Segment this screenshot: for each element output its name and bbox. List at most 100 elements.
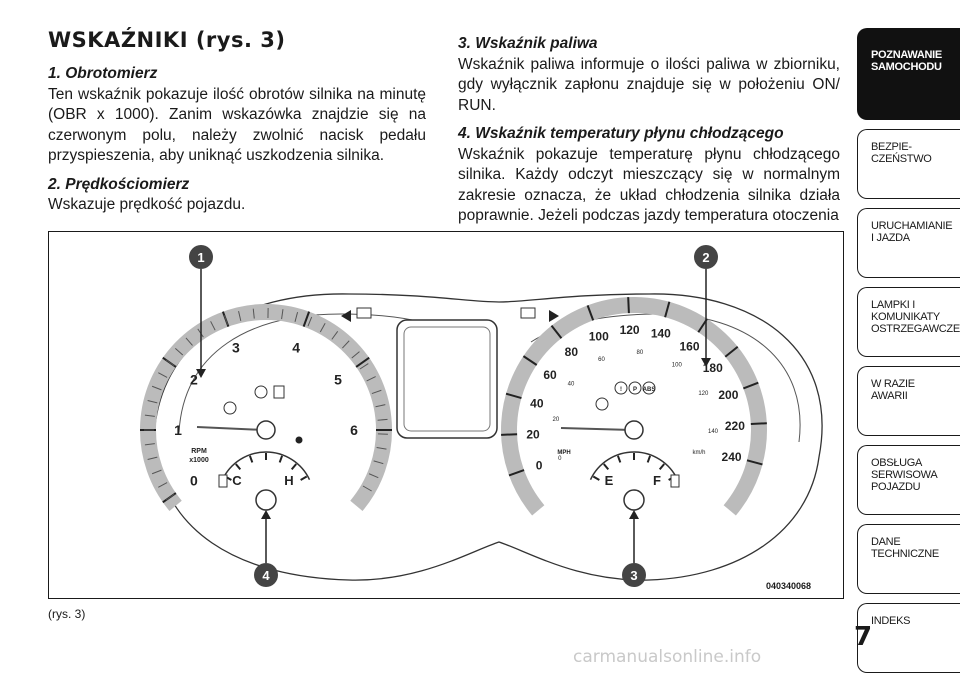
speedometer-major-tick — [501, 434, 517, 435]
chapter-tab-uruchamianie[interactable]: URUCHAMIANIE I JAZDA — [857, 208, 960, 278]
speedometer-mph-label: 40 — [568, 381, 575, 387]
engine-check-icon — [255, 386, 267, 398]
turn-signal-left-icon — [341, 310, 351, 322]
tachometer-tick-label: 3 — [232, 339, 240, 355]
speedometer-kmh-label: 60 — [543, 368, 557, 382]
callout-number: 1 — [197, 250, 204, 265]
fuel-gauge-tick — [648, 456, 650, 463]
speedometer-major-tick — [751, 423, 767, 424]
fuel-gauge-tick — [604, 464, 608, 469]
tachometer-tick-label: 0 — [190, 472, 198, 488]
airbag-warning-icon — [224, 402, 236, 414]
fog-light-icon — [521, 308, 535, 318]
watermark: carmanualsonline.info — [573, 647, 761, 667]
figure-code: 040340068 — [766, 581, 811, 591]
high-beam-icon — [357, 308, 371, 318]
speedometer-kmh-label: 240 — [722, 450, 742, 464]
callout-arrowhead — [629, 510, 639, 519]
temp-gauge-tick — [280, 456, 282, 463]
tachometer-unit-rpm: RPM — [191, 448, 207, 455]
indicator-lamp-label: ABS — [643, 387, 656, 393]
tachometer-tick-label: 4 — [292, 339, 300, 355]
speedometer-mph-label: 140 — [708, 429, 719, 435]
esc-warning-icon — [274, 386, 284, 398]
fuel-gauge-tick — [660, 464, 664, 469]
fuel-gauge-full-label: F — [653, 473, 661, 488]
speedometer-kmh-label: 120 — [620, 323, 640, 337]
speedometer-hub — [625, 421, 643, 439]
chapter-tab-dane[interactable]: DANE TECHNICZNE — [857, 524, 960, 594]
speedometer-kmh-label: 40 — [530, 396, 544, 410]
page-title: WSKAŹNIKI (rys. 3) — [48, 28, 285, 52]
temp-gauge-tick — [250, 456, 252, 463]
speedometer-mph-label: 120 — [698, 391, 709, 397]
fuel-gauge-tick — [618, 456, 620, 463]
speedometer-unit-mph: MPH — [557, 450, 570, 456]
speedometer-unit-kmh: km/h — [692, 450, 705, 456]
chapter-tab-awarii[interactable]: W RAZIE AWARII — [857, 366, 960, 436]
page-number: 7 — [852, 622, 874, 652]
speedometer-kmh-label: 80 — [565, 345, 579, 359]
section-2-body: Wskazuje prędkość pojazdu. — [48, 195, 426, 216]
speedometer-kmh-label: 100 — [589, 329, 609, 343]
tachometer-tick-label: 2 — [190, 372, 198, 388]
chapter-tab-poznawanie[interactable]: POZNAWANIE SAMOCHODU — [857, 28, 960, 120]
temp-gauge-hub — [256, 490, 276, 510]
left-column: 1. Obrotomierz Ten wskaźnik pokazuje ilo… — [48, 64, 426, 224]
tachometer-tick-label: 5 — [334, 372, 342, 388]
callout-number: 4 — [262, 568, 270, 583]
speedometer-kmh-label: 160 — [679, 340, 699, 354]
speedometer-kmh-label: 200 — [718, 388, 738, 402]
section-4-heading: 4. Wskaźnik temperatury płynu chłodząceg… — [458, 124, 840, 145]
speedometer-kmh-label: 20 — [526, 428, 540, 442]
chapter-tab-obsluga[interactable]: OBSŁUGA SERWISOWA POJAZDU — [857, 445, 960, 515]
fuel-pump-icon — [671, 475, 679, 487]
fuel-gauge-tick — [593, 477, 599, 481]
section-3-heading: 3. Wskaźnik paliwa — [458, 34, 840, 55]
chapter-tab-bezpieczenstwo[interactable]: BEZPIE- CZEŃSTWO — [857, 129, 960, 199]
callout-number: 3 — [630, 568, 637, 583]
chapter-tab-lampki[interactable]: LAMPKI I KOMUNIKATY OSTRZEGAWCZE — [857, 287, 960, 357]
speedometer-mph-label: 0 — [558, 456, 562, 462]
temp-gauge-hot-label: H — [284, 473, 293, 488]
speedometer-mph-label: 60 — [598, 357, 605, 363]
tachometer-tick-label: 1 — [174, 422, 182, 438]
temp-gauge-cold-label: C — [232, 473, 242, 488]
section-3-body: Wskaźnik paliwa informuje o ilości paliw… — [458, 55, 840, 117]
seatbelt-warning-icon — [596, 398, 608, 410]
tachometer-unit-multiplier: x1000 — [189, 457, 209, 464]
indicator-lamp-label: P — [633, 387, 637, 393]
temp-gauge-tick — [236, 464, 240, 469]
indicator-lamp-label: ! — [620, 387, 622, 393]
tachometer-tick-label: 6 — [350, 422, 358, 438]
section-1-heading: 1. Obrotomierz — [48, 64, 426, 85]
speedometer-kmh-label: 0 — [536, 459, 543, 473]
section-1-body: Ten wskaźnik pokazuje ilość obrotów siln… — [48, 85, 426, 167]
section-2-heading: 2. Prędkościomierz — [48, 175, 426, 196]
right-column: 3. Wskaźnik paliwa Wskaźnik paliwa infor… — [458, 34, 840, 235]
turn-signal-right-icon — [549, 310, 559, 322]
center-display — [397, 320, 497, 438]
tachometer-needle — [197, 427, 264, 430]
figure-caption: (rys. 3) — [48, 607, 85, 621]
speedometer-mph-label: 80 — [637, 350, 644, 356]
tachometer-hub — [257, 421, 275, 439]
temp-gauge-tick — [301, 477, 307, 481]
speedometer-needle — [561, 428, 632, 430]
callout-arrowhead — [261, 510, 271, 519]
callout-number: 2 — [702, 250, 709, 265]
speedometer-mph-label: 20 — [553, 417, 560, 423]
speedometer-kmh-label: 140 — [651, 327, 671, 341]
fuel-gauge-hub — [624, 490, 644, 510]
speedometer-major-tick — [628, 297, 629, 313]
coolant-temp-icon — [219, 475, 227, 487]
tachometer-dot — [296, 437, 303, 444]
speedometer-mph-label: 100 — [672, 363, 683, 369]
temp-gauge-tick — [292, 464, 296, 469]
fuel-gauge-empty-label: E — [605, 473, 614, 488]
chapter-sidebar: POZNAWANIE SAMOCHODU BEZPIE- CZEŃSTWO UR… — [857, 28, 960, 682]
speedometer-kmh-label: 220 — [725, 419, 745, 433]
section-4-body: Wskaźnik pokazuje temperaturę płynu chło… — [458, 145, 840, 227]
